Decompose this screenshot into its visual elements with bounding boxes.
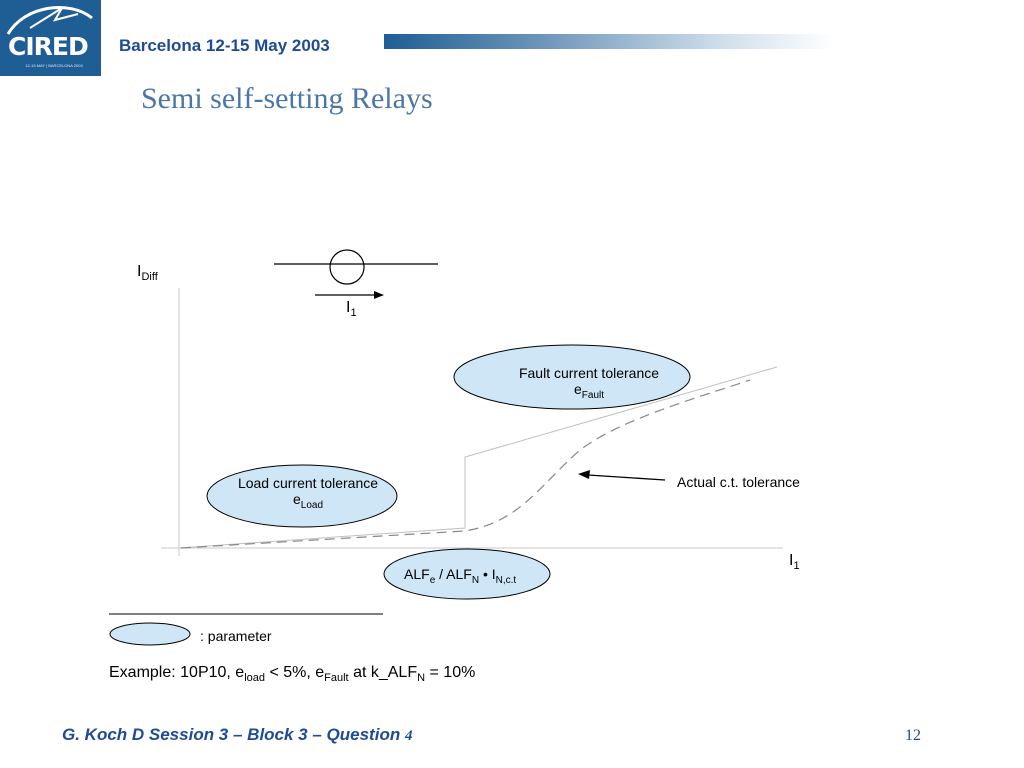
footer-session-info: G. Koch D Session 3 – Block 3 – Question… bbox=[62, 725, 413, 744]
alf-label: ALFe / ALFN • IN,c.t bbox=[404, 566, 517, 586]
cired-logo bbox=[0, 0, 101, 76]
page-number: 12 bbox=[905, 727, 921, 744]
actual-ct-arrow-head-icon bbox=[578, 470, 590, 479]
example-text: Example: 10P10, eload < 5%, eFault at k_… bbox=[109, 664, 476, 685]
fault-tolerance-ellipse bbox=[453, 344, 691, 410]
load-tolerance-label: Load current tolerance eLoad bbox=[237, 475, 379, 511]
logo-text: CIRED bbox=[8, 32, 89, 61]
page-title: Semi self-setting Relays bbox=[141, 82, 433, 115]
question-number: 4 bbox=[404, 728, 413, 744]
y-axis-label: IDiff bbox=[137, 263, 158, 284]
logo-subtext: 12-15 MAY | BARCELONA 2003 bbox=[25, 63, 83, 68]
load-tolerance-ellipse bbox=[206, 464, 398, 528]
actual-ct-arrow bbox=[587, 474, 666, 481]
actual-ct-tolerance-label: Actual c.t. tolerance bbox=[677, 474, 800, 490]
current-arrow-head-icon bbox=[374, 291, 384, 299]
ct-circle-icon bbox=[329, 249, 365, 285]
legend-parameter-ellipse bbox=[109, 622, 191, 646]
logo-swoosh-icon bbox=[6, 6, 93, 35]
current-label: I1 bbox=[346, 299, 357, 320]
fault-tolerance-label: Fault current tolerance eFault bbox=[518, 365, 660, 401]
event-header: Barcelona 12-15 May 2003 bbox=[119, 36, 330, 55]
legend-parameter-label: : parameter bbox=[200, 628, 272, 644]
x-axis-label: I1 bbox=[789, 552, 800, 573]
relay-characteristic-line bbox=[178, 366, 778, 549]
actual-ct-tolerance-curve bbox=[180, 379, 751, 549]
alf-ellipse bbox=[383, 548, 551, 600]
header-gradient-bar bbox=[384, 34, 834, 49]
